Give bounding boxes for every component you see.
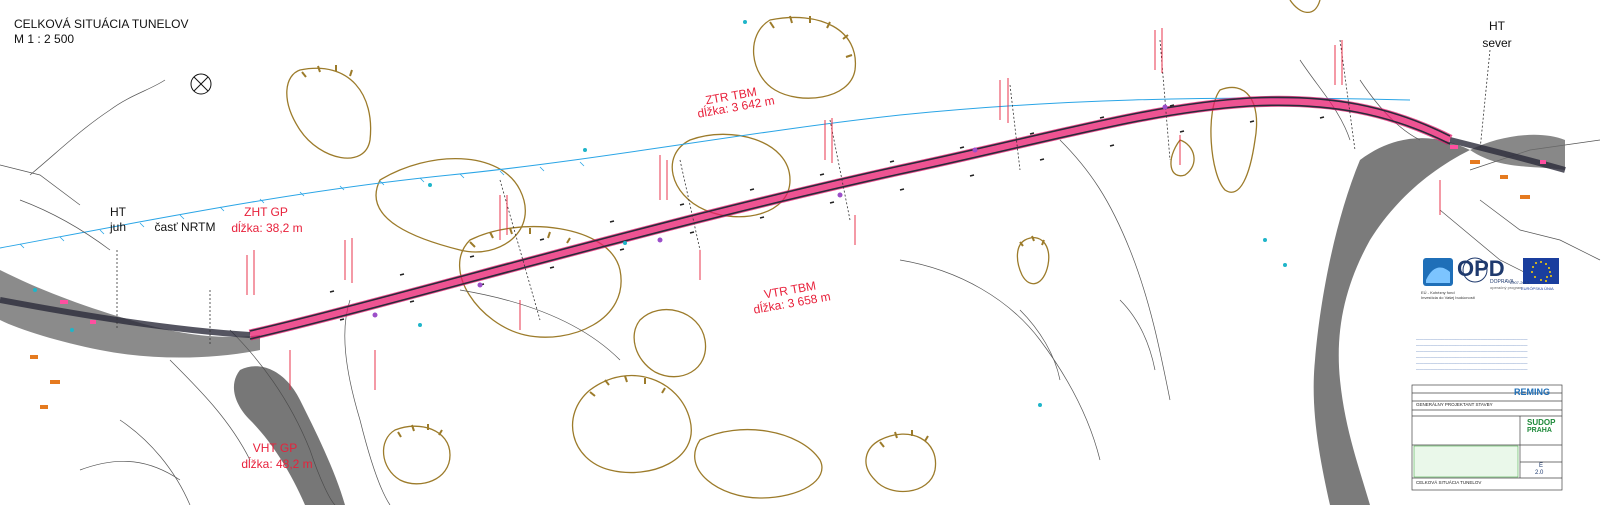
south-portal-slope xyxy=(0,270,260,358)
approach-north xyxy=(1449,137,1566,173)
north-portal-slope xyxy=(1313,138,1470,505)
company-sudop-2: PRAHA xyxy=(1527,427,1552,434)
revision-line: ——————————————————————————————— xyxy=(1416,361,1528,365)
general-designer: GENERÁLNY PROJEKTANT STAVBY xyxy=(1416,402,1493,407)
opd-sub-3: operačný program xyxy=(1490,285,1523,290)
label-nrtm: časť NRTM xyxy=(154,220,216,234)
label-ht-north-1: HT xyxy=(1489,19,1505,33)
fund-line-2: Investícia do Vašej budúcnosti xyxy=(1421,295,1475,300)
watercourse-line xyxy=(0,97,1411,249)
label-ht-south-1: HT xyxy=(110,205,126,219)
tunnel-tube-upper xyxy=(249,96,1451,332)
marker-clusters xyxy=(30,20,1546,409)
label-zht-name: ZHT GP xyxy=(244,205,288,219)
south-portal-spoil xyxy=(233,366,345,505)
contour-hatching xyxy=(301,15,1045,448)
terrain-lines xyxy=(0,59,1601,505)
drawing-number: E xyxy=(1539,463,1544,469)
opd-logo-text: OPD xyxy=(1457,256,1505,281)
approach-south xyxy=(0,297,251,338)
title-block-green-box xyxy=(1413,445,1519,478)
north-arrow-icon xyxy=(190,73,212,95)
revision-line: ——————————————————————————————— xyxy=(1416,343,1528,347)
chainage-marks xyxy=(329,104,1325,321)
title-block-drawing-title: CELKOVÁ SITUÁCIA TUNELOV xyxy=(1416,480,1482,485)
eu-caption: EURÓPSKA ÚNIA xyxy=(1521,286,1554,291)
station-annotations xyxy=(246,28,1441,390)
title-block-frame xyxy=(1411,384,1563,491)
label-ht-south-2: juh xyxy=(109,220,126,234)
label-zht-length: dĺžka: 38,2 m xyxy=(231,221,303,235)
tunnel-alignment-band xyxy=(248,95,1453,341)
tunnel-tube-lower xyxy=(249,104,1451,340)
revision-line: ——————————————————————————————— xyxy=(1416,367,1528,371)
opd-sub-1: DOPRAVA xyxy=(1490,279,1514,285)
terrain-contours xyxy=(286,0,1321,499)
opd-logo-icon xyxy=(1423,257,1488,286)
fund-line-1: EÚ - Kohézny fond xyxy=(1421,290,1455,295)
drawing-title: CELKOVÁ SITUÁCIA TUNELOV xyxy=(14,17,189,31)
label-vht-length: dĺžka: 48,2 m xyxy=(241,457,313,471)
drawing-revision: 2.0 xyxy=(1535,470,1544,476)
watercourse-ticks xyxy=(19,161,585,249)
revision-line: ——————————————————————————————— xyxy=(1416,349,1528,353)
drawing-scale: M 1 : 2 500 xyxy=(14,32,75,46)
label-vht-name: VHT GP xyxy=(252,441,298,455)
company-sudop: SUDOP xyxy=(1527,418,1556,427)
label-ht-north-2: sever xyxy=(1482,36,1512,50)
company-reming: REMING xyxy=(1514,387,1550,397)
revision-line: ——————————————————————————————— xyxy=(1416,355,1528,359)
opd-sub-2: 2007-2013 xyxy=(1510,280,1530,285)
revision-line: ——————————————————————————————— xyxy=(1416,337,1528,341)
eu-flag-icon xyxy=(1523,258,1559,284)
